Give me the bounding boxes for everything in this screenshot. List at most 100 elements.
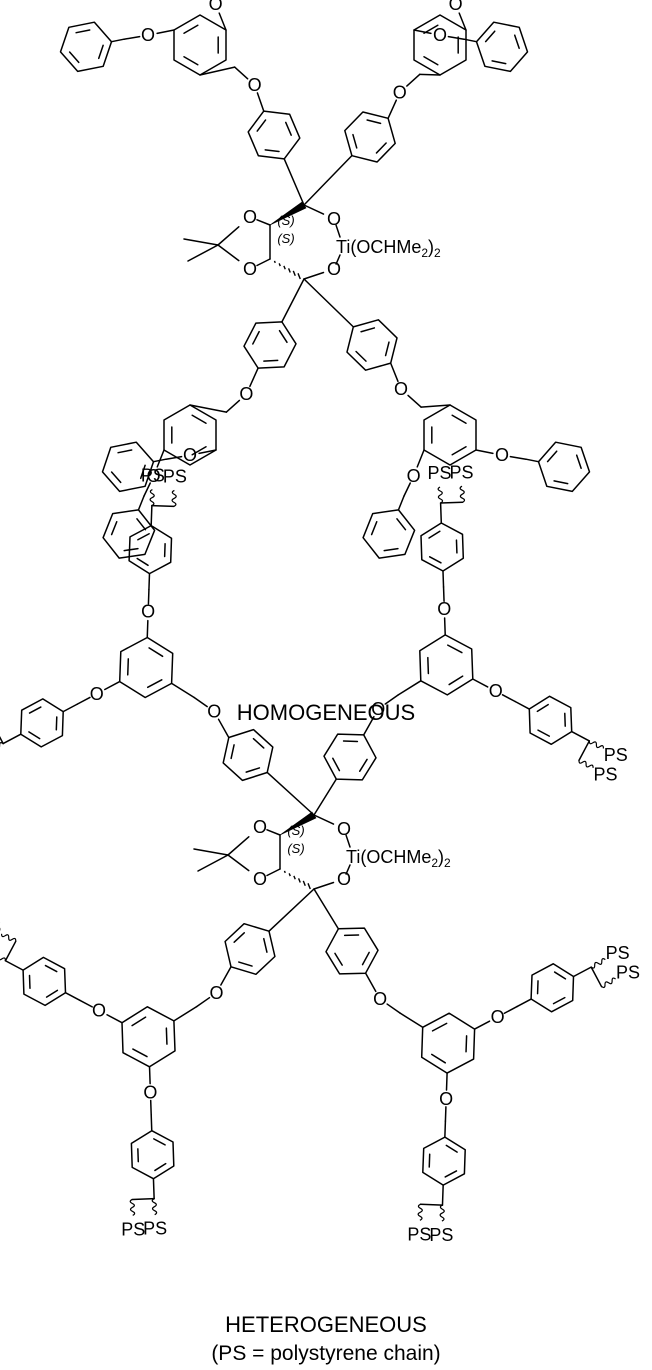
polystyrene-label: PS [604,745,628,765]
benzyloxy-oxygen: O [439,1089,453,1109]
aromatic-double-bond [139,464,146,480]
polystyrene-label: PS [141,466,165,486]
backbone-bond [0,736,4,745]
bond [106,1014,123,1024]
bond [475,449,494,455]
aromatic-double-bond [28,706,42,714]
bond [442,586,445,602]
aromatic-double-bond [575,454,582,470]
bond [149,1099,152,1116]
wavy-bond [149,489,155,507]
benzene-ring [362,509,416,559]
bond [403,482,412,497]
wavy-bond [151,1198,158,1216]
wavy-bond [171,489,177,507]
bond [406,73,421,87]
aryl-bond [266,771,315,816]
benzylic-bond [525,458,540,463]
bond [225,399,241,413]
bond [303,271,325,280]
benzyloxy-oxygen: O [143,1083,157,1103]
benzene-ring [59,21,113,73]
bond [362,715,375,736]
bond [335,254,341,265]
aromatic-double-bond [263,359,279,362]
bond [345,834,351,848]
polystyrene-label: PS [143,1219,167,1239]
aromatic-double-bond [97,44,104,60]
polystyrene-label: PS [121,1219,145,1239]
hash-bond [273,260,276,264]
aromatic-double-bond [383,547,399,552]
aromatic-double-bond [448,675,464,686]
aromatic-double-bond [110,520,118,536]
ether-oxygen: O [209,983,223,1003]
bond [384,694,400,705]
aromatic-double-bond [44,964,58,973]
bond [165,455,183,460]
aromatic-double-bond [513,34,520,50]
backbone-bond [439,502,443,524]
backbone-bond [578,740,591,762]
aromatic-double-bond [148,647,164,658]
aromatic-double-bond [445,1144,458,1153]
aromatic-double-bond [191,446,207,456]
wavy-bond [578,760,594,768]
benzene-ring [419,634,474,696]
ether-oxygen: O [239,384,253,404]
benzylic-bond [463,38,478,43]
bond [104,680,121,691]
polystyrene-label: PS [0,917,1,937]
wavy-bond [0,957,7,961]
aromatic-double-bond [117,449,133,454]
polystyrene-label: PS [593,764,617,784]
bond [503,1005,518,1015]
wavy-bond [417,1203,423,1221]
aromatic-double-bond [126,658,130,676]
benzylic-bond [397,495,405,511]
backbone-bond [151,504,175,508]
aromatic-double-bond [553,971,567,980]
ether-oxygen: O [393,82,407,102]
wavy-bond [439,1204,445,1222]
benzene-ring [101,441,155,493]
aromatic-double-bond [278,329,288,344]
benzyloxy-oxygen: O [147,466,161,486]
bond [313,881,335,890]
bond [146,619,149,639]
bond [227,836,250,856]
dioxolane-oxygen: O [253,817,267,837]
bond [335,224,341,238]
benzene-ring [173,14,227,76]
aromatic-double-bond [230,744,235,760]
stereocenter-label: (S) [287,823,304,838]
aromatic-double-bond [430,1053,447,1064]
polystyrene-label: PS [450,462,474,482]
alkoxide-oxygen: O [337,869,351,889]
bond [147,588,150,605]
wavy-bond [588,740,605,749]
bond [227,854,250,872]
methyl-bond [187,244,219,262]
bond [313,814,335,825]
backbone-bond [590,966,603,988]
benzylic-bond [110,38,125,43]
wavy-bond [459,485,466,503]
polystyrene-label: PS [429,1225,453,1245]
benzylic-bond [199,66,236,76]
aromatic-double-bond [427,656,430,675]
benzylic-bond [189,404,228,413]
polystyrene-legend: (PS = polystyrene chain) [211,1342,440,1365]
aromatic-double-bond [334,952,343,966]
methyl-bond [197,854,229,872]
bond [416,449,425,468]
backbone-bond [4,959,24,971]
hash-bond [302,880,306,887]
stereocenter-label: (S) [277,213,294,228]
aromatic-double-bond [366,119,382,125]
methyl-bond [183,238,219,246]
aromatic-double-bond [252,737,265,749]
bond [389,362,399,383]
aromatic-double-bond [263,937,268,953]
